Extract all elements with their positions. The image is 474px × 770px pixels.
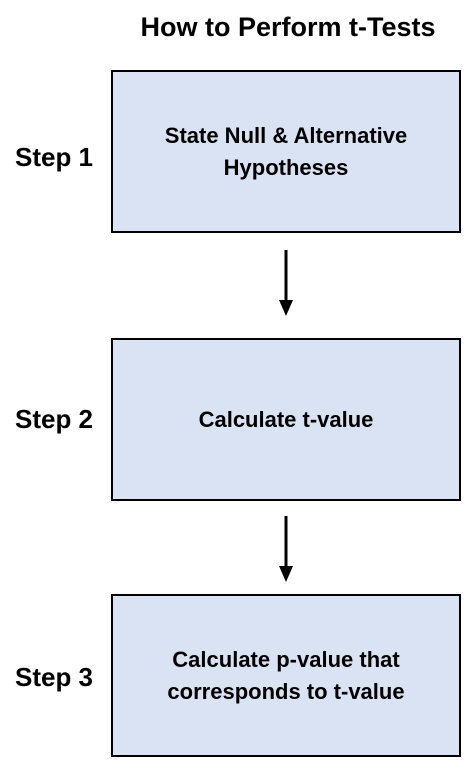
arrow-down-icon <box>279 516 293 582</box>
step-3-label: Step 3 <box>14 662 94 692</box>
step-1-label: Step 1 <box>14 142 94 172</box>
step-1-box: State Null & Alternative Hypotheses <box>111 70 461 233</box>
step-2-text: Calculate t-value <box>198 406 374 432</box>
step-3-text: Calculate p-value that corresponds to t-… <box>167 646 405 704</box>
step-3-box: Calculate p-value that corresponds to t-… <box>111 594 461 757</box>
step-2-box: Calculate t-value <box>111 338 461 501</box>
step-1-text: State Null & Alternative Hypotheses <box>164 122 408 180</box>
diagram-title: How to Perform t-Tests <box>140 12 436 42</box>
step-2-label: Step 2 <box>14 404 94 434</box>
arrow-down-icon <box>279 250 293 316</box>
